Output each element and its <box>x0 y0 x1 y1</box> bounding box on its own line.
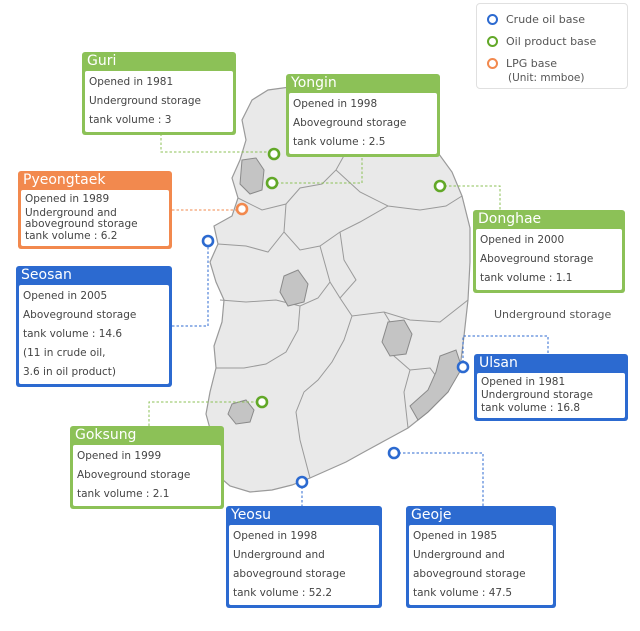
lpg-marker-icon <box>487 58 498 69</box>
tank-volume: tank volume : 2.1 <box>77 488 170 500</box>
storage-type-continued: aboveground storage <box>413 568 526 580</box>
tank-volume: tank volume : 3 <box>89 114 172 126</box>
callout-body: Opened in 1981 Underground storage tank … <box>85 71 233 132</box>
crude-oil-marker-icon <box>487 14 498 25</box>
legend-label: Oil product base <box>506 35 597 48</box>
marker-donghae <box>433 179 447 193</box>
callout-yongin: Yongin Opened in 1998 Aboveground storag… <box>286 74 440 157</box>
callout-body: Opened in 1985 Underground and abovegrou… <box>409 525 553 605</box>
callout-title: Guri <box>87 53 117 69</box>
opened-year: Opened in 1985 <box>413 530 498 542</box>
tank-volume: tank volume : 14.6 <box>23 328 123 340</box>
opened-year: Opened in 1989 <box>25 193 110 205</box>
callout-title: Yeosu <box>231 507 272 523</box>
border-gyeongnam <box>295 281 353 479</box>
underground-storage-annotation: Underground storage <box>494 308 612 321</box>
storage-type: Underground storage <box>481 389 593 401</box>
callout-guri: Guri Opened in 1981 Underground storage … <box>82 52 236 135</box>
leader-goksung <box>148 401 262 426</box>
opened-year: Opened in 2000 <box>480 234 565 246</box>
tank-volume: tank volume : 52.2 <box>233 587 333 599</box>
callout-yeosu: Yeosu Opened in 1998 Underground and abo… <box>226 506 382 608</box>
marker-goksung <box>255 395 269 409</box>
marker-ulsan <box>456 360 470 374</box>
callout-title: Pyeongtaek <box>23 172 106 188</box>
opened-year: Opened in 1998 <box>293 98 378 110</box>
callout-body: Opened in 2000 Aboveground storage tank … <box>476 229 622 290</box>
leader-donghae <box>440 185 501 214</box>
callout-body: Opened in 1998 Aboveground storage tank … <box>289 93 437 154</box>
border-gangwon <box>335 169 463 211</box>
callout-title: Yongin <box>291 75 337 91</box>
storage-type-continued: aboveground storage <box>25 218 138 230</box>
legend-unit: (Unit: mmboe) <box>508 72 585 84</box>
marker-geoje <box>387 446 401 460</box>
callout-goksung: Goksung Opened in 1999 Aboveground stora… <box>70 426 224 509</box>
leader-ulsan <box>462 335 549 367</box>
marker-yeosu <box>295 475 309 489</box>
callout-seosan: Seosan Opened in 2005 Aboveground storag… <box>16 266 172 387</box>
callout-donghae: Donghae Opened in 2000 Aboveground stora… <box>473 210 625 293</box>
callout-pyeongtaek: Pyeongtaek Opened in 1989 Underground an… <box>18 171 172 249</box>
callout-body: Opened in 1981 Underground storage tank … <box>477 373 625 418</box>
gwangju-area <box>227 399 255 425</box>
callout-title: Geoje <box>411 507 452 523</box>
legend-item-oil-product: Oil product base <box>487 35 596 48</box>
tank-volume: tank volume : 16.8 <box>481 402 581 414</box>
legend-label: Crude oil base <box>506 13 585 26</box>
callout-body: Opened in 1998 Underground and abovegrou… <box>229 525 379 605</box>
tank-volume: tank volume : 6.2 <box>25 230 118 242</box>
legend-item-lpg: LPG base <box>487 57 557 70</box>
legend-label: LPG base <box>506 57 558 70</box>
daejeon-area <box>279 269 309 307</box>
callout-title: Donghae <box>478 211 542 227</box>
storage-type: Aboveground storage <box>293 117 407 129</box>
marker-pyeongtaek <box>235 202 249 216</box>
storage-type: Aboveground storage <box>77 469 191 481</box>
tank-volume: tank volume : 2.5 <box>293 136 386 148</box>
storage-type: Underground and <box>25 207 117 219</box>
volume-breakdown: (11 in crude oil, <box>23 347 106 359</box>
storage-type-continued: aboveground storage <box>233 568 346 580</box>
callout-title: Ulsan <box>479 355 518 371</box>
legend-item-crude: Crude oil base <box>487 13 585 26</box>
volume-breakdown-continued: 3.6 in oil product) <box>23 366 117 378</box>
leader-seosan <box>172 241 209 327</box>
storage-type: Aboveground storage <box>480 253 594 265</box>
border-jeonbuk <box>216 305 301 369</box>
callout-body: Opened in 1989 Underground and abovegrou… <box>21 190 169 246</box>
seoul-area <box>239 157 265 195</box>
border-chungnam <box>217 231 285 253</box>
opened-year: Opened in 1981 <box>481 376 566 388</box>
storage-type: Underground storage <box>89 95 201 107</box>
tank-volume: tank volume : 47.5 <box>413 587 513 599</box>
ulsan-busan-area <box>409 349 463 421</box>
opened-year: Opened in 1998 <box>233 530 318 542</box>
callout-geoje: Geoje Opened in 1985 Underground and abo… <box>406 506 556 608</box>
map-legend: Crude oil base Oil product base LPG base… <box>476 3 628 89</box>
callout-body: Opened in 2005 Aboveground storage tank … <box>19 285 169 384</box>
storage-type: Aboveground storage <box>23 309 137 321</box>
leader-geoje <box>394 452 484 506</box>
callout-body: Opened in 1999 Aboveground storage tank … <box>73 445 221 506</box>
callout-ulsan: Ulsan Opened in 1981 Underground storage… <box>474 354 628 421</box>
storage-type: Underground and <box>413 549 505 561</box>
opened-year: Opened in 1981 <box>89 76 174 88</box>
opened-year: Opened in 1999 <box>77 450 162 462</box>
border-busan <box>403 369 411 429</box>
opened-year: Opened in 2005 <box>23 290 108 302</box>
storage-type: Underground and <box>233 549 325 561</box>
marker-guri <box>267 147 281 161</box>
marker-yongin <box>265 176 279 190</box>
tank-volume: tank volume : 1.1 <box>480 272 573 284</box>
marker-seosan <box>201 234 215 248</box>
callout-title: Seosan <box>21 267 72 283</box>
oil-product-marker-icon <box>487 36 498 47</box>
daegu-area <box>381 319 413 357</box>
callout-title: Goksung <box>75 427 137 443</box>
